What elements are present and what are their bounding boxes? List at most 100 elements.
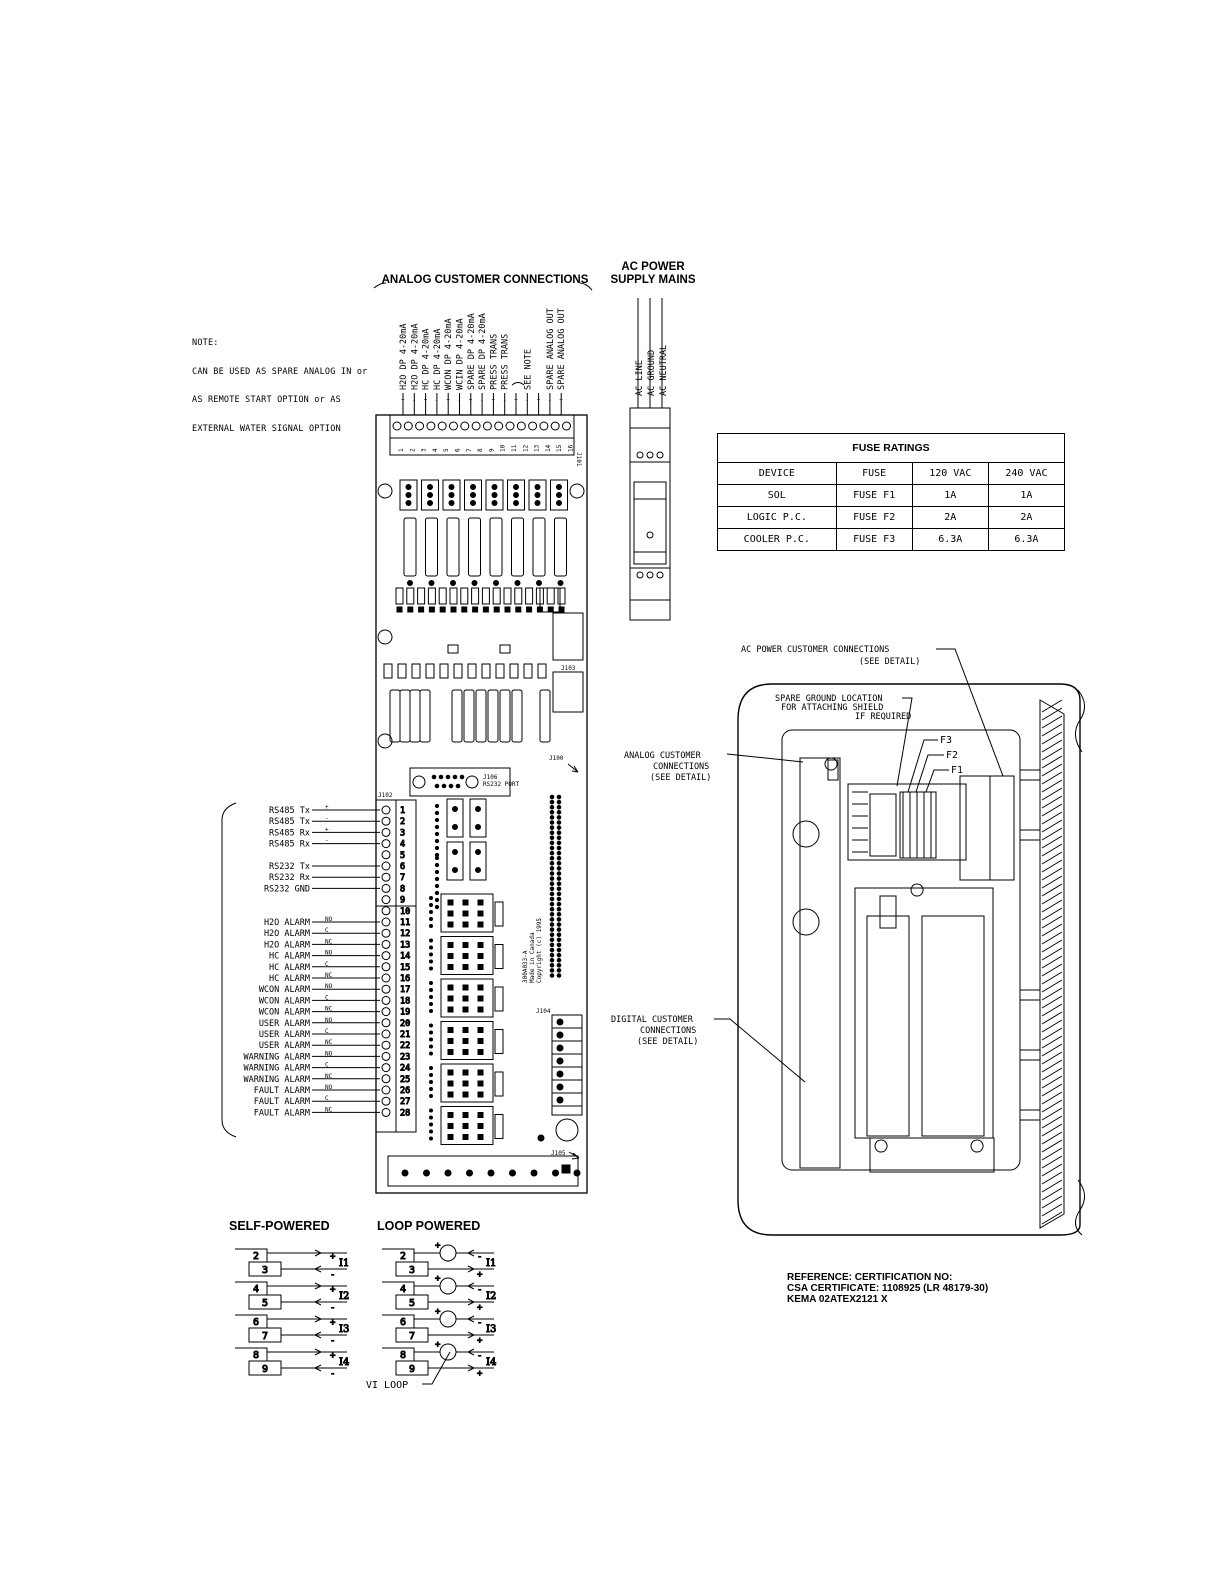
terminal	[482, 421, 492, 431]
terminal	[381, 1107, 391, 1117]
component-pad	[493, 606, 500, 613]
fuse-cell: 6.3A	[987, 528, 1066, 551]
relay-pin	[447, 910, 454, 917]
pin	[429, 1122, 433, 1127]
test-point	[487, 1169, 495, 1177]
relay-pin	[447, 1027, 454, 1033]
digital-callout: DIGITAL CUSTOMER	[611, 1015, 694, 1025]
ac-power-line2: SUPPLY MAINS	[610, 274, 696, 286]
relay-pin	[462, 1091, 469, 1098]
component-square	[514, 587, 523, 605]
din-fuses	[899, 791, 937, 859]
connector-block	[399, 479, 418, 511]
connector-block	[528, 479, 547, 511]
mov-component	[419, 689, 431, 743]
relay-pin	[477, 984, 484, 991]
relay-pin	[477, 953, 484, 959]
relay-pin	[447, 964, 454, 970]
signal-label: RS485 Rx	[269, 840, 310, 850]
signal-polarity: NO	[325, 1084, 333, 1091]
pin	[429, 1087, 433, 1091]
terminal	[528, 421, 538, 431]
hatch-line	[1041, 779, 1063, 793]
polarity: +	[330, 1252, 336, 1262]
j102-terminals: 1234567891011121314151617181920212223242…	[376, 800, 416, 1132]
signal-polarity: NO	[325, 1017, 333, 1024]
polarity: +	[435, 1307, 441, 1317]
terminal-number: 5	[443, 448, 450, 452]
signal-polarity: NO	[325, 916, 333, 923]
terminal-number: 28	[400, 1108, 410, 1118]
ac-power-line1: AC POWER	[621, 261, 685, 273]
terminal-box	[382, 1314, 415, 1328]
relay-pin	[447, 1080, 454, 1087]
pin	[549, 850, 555, 856]
reference-line: CSA CERTIFICATE: 1108925 (LR 48179-30)	[787, 1283, 989, 1294]
connector-block	[485, 479, 504, 511]
signal-label: H2O ALARM	[264, 918, 310, 928]
callout-analog	[726, 753, 804, 763]
power-module	[959, 775, 991, 881]
polarity: +	[330, 1285, 336, 1295]
hatch-line	[1041, 715, 1063, 729]
component-pad	[450, 606, 457, 613]
resistor	[509, 663, 519, 679]
signal-polarity: NC	[325, 1006, 333, 1013]
relay-fuse	[494, 1029, 504, 1054]
signal-polarity: NO	[325, 950, 333, 957]
pin	[470, 492, 476, 498]
mov-component	[511, 689, 523, 743]
terminal-number: 8	[477, 448, 484, 452]
note-bracket	[511, 382, 525, 386]
pin	[549, 886, 555, 892]
hatch-line	[1041, 947, 1063, 961]
hatch-line	[1041, 1163, 1063, 1177]
pin	[429, 938, 433, 943]
j106-label: J106	[483, 774, 498, 781]
relay-pin	[477, 910, 484, 917]
pin	[429, 924, 433, 928]
j104-pins	[552, 1018, 582, 1107]
digital-callout: (SEE DETAIL)	[637, 1037, 698, 1047]
loop-power-source	[439, 1343, 457, 1361]
analog-wire-label: SPARE ANALOG OUT	[546, 308, 556, 390]
enclosure-break	[1075, 689, 1085, 753]
pin	[470, 500, 476, 506]
pin	[429, 966, 433, 971]
mov-component	[451, 689, 463, 743]
component-dot	[557, 580, 564, 586]
signal-polarity: NC	[325, 972, 333, 979]
mounting-hole	[569, 483, 585, 499]
analog-labels: H2O DP 4-20mA+H2O DP 4-20mA-HC DP 4-20mA…	[399, 308, 567, 404]
polarity: -	[477, 1351, 482, 1361]
terminal-number: 2	[409, 448, 416, 452]
analog-bracket	[373, 282, 593, 291]
current-label: I3	[486, 1324, 496, 1335]
part-number: 300A033-A	[522, 950, 529, 983]
pin	[429, 945, 433, 950]
pin	[556, 886, 562, 892]
terminal-number: 9	[262, 1364, 268, 1375]
terminal	[636, 571, 644, 579]
hatch-line	[1041, 955, 1063, 969]
pin	[556, 963, 562, 968]
test-point-strip	[387, 1155, 579, 1187]
test-point	[552, 1169, 559, 1177]
pin	[434, 824, 440, 830]
terminal-number: 4	[400, 840, 405, 850]
opto-block	[446, 798, 464, 838]
polarity: -	[477, 1318, 482, 1328]
terminal	[494, 421, 504, 431]
pin	[448, 500, 455, 506]
terminal-number: 7	[409, 1331, 415, 1342]
hatch-line	[1041, 1131, 1063, 1145]
relay	[440, 978, 494, 1018]
loop-diagrams: 23+-I145+-I267+-I389+-I423+-+I145+-+I267…	[235, 1241, 497, 1380]
relay-pin	[462, 964, 469, 970]
relay-pin	[477, 1080, 484, 1087]
pin	[434, 897, 440, 903]
mounting-hole	[377, 629, 393, 645]
relay-pin	[477, 1038, 484, 1044]
